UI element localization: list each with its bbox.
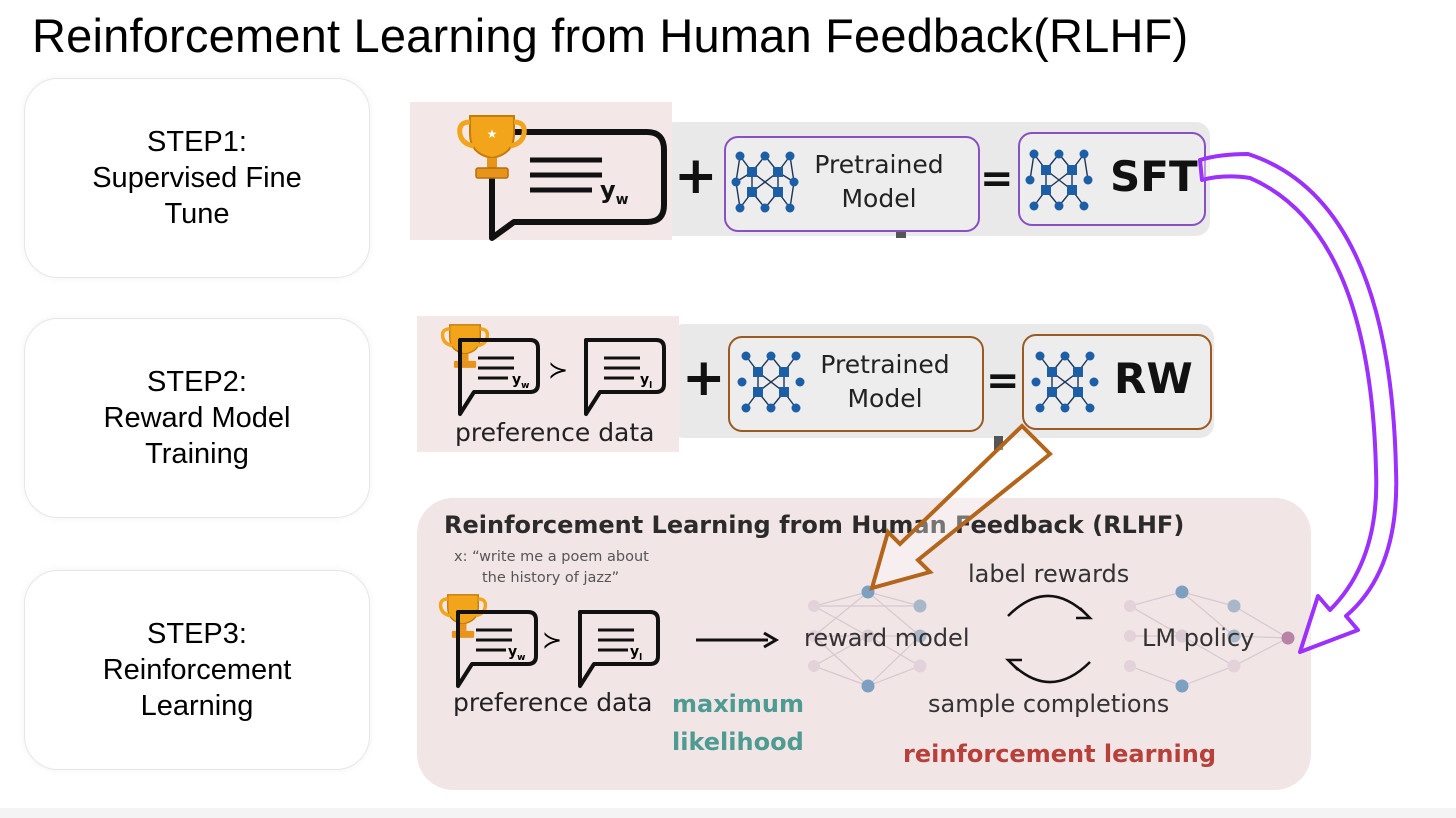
prompt-line2: the history of jazz” <box>482 570 620 586</box>
step2-connector-tick <box>994 436 1003 450</box>
step2-plus: + <box>682 348 726 408</box>
lm-policy-network-icon <box>1124 585 1295 693</box>
label-rewards-label: label rewards <box>968 560 1130 588</box>
reward-model-label: reward model <box>804 624 970 652</box>
step3-yw-label: yw <box>508 644 526 663</box>
step2-yl-label: yl <box>640 372 653 391</box>
step2-rejected-chat-icon <box>584 338 666 416</box>
reward-model-network-icon <box>808 585 927 693</box>
step2-equals: = <box>986 358 1020 404</box>
sample-completions-label: sample completions <box>928 690 1170 718</box>
step1-sft-box <box>1018 132 1206 226</box>
step2-heading: STEP2: <box>147 366 247 398</box>
step3-yl-label: yl <box>630 644 643 663</box>
step1-pretrained-label: Pretrained Model <box>814 150 944 213</box>
step3-line2: Reinforcement <box>102 654 292 686</box>
step1-card: STEP1: Supervised Fine Tune <box>24 78 370 278</box>
step3-flow-arrow <box>696 631 779 649</box>
step2-line2: Reward Model <box>103 402 291 434</box>
rlhf-panel-title: Reinforcement Learning from Human Feedba… <box>444 511 1185 539</box>
step3-chosen-chat-icon <box>456 610 538 688</box>
sft-to-lm-policy-arrow <box>1198 152 1399 654</box>
step3-rlhf-panel <box>417 498 1311 790</box>
maximum-label: maximum <box>672 690 805 718</box>
step2-pretrained-network-icon <box>737 351 805 413</box>
step2-chosen-chat-icon <box>458 338 540 416</box>
step3-rejected-chat-icon <box>578 610 660 688</box>
slide-bottom-bar <box>0 808 1456 818</box>
step1-chat-icon <box>489 129 667 241</box>
step3-gt-symbol: ≻ <box>542 626 563 654</box>
step2-pretrained-label: Pretrained Model <box>820 350 950 413</box>
step2-line3: Training <box>145 438 249 470</box>
trophy-icon: ★ <box>457 115 527 179</box>
step2-rw-network-icon <box>1031 351 1099 413</box>
page-title: Reinforcement Learning from Human Feedba… <box>32 9 1189 62</box>
rw-to-reward-model-arrow <box>869 423 1053 591</box>
step1-equals: = <box>980 156 1014 202</box>
step2-yw-label: yw <box>512 372 530 391</box>
step3-line3: Learning <box>140 690 254 722</box>
step2-preference-label: preference data <box>455 418 655 447</box>
step3-preference-label: preference data <box>453 688 653 717</box>
step2-pretrained-box <box>728 336 984 432</box>
step2-rw-label: RW <box>1114 354 1193 403</box>
step1-sft-label: SFT <box>1110 152 1198 201</box>
step1-yw-label: yw <box>600 176 629 208</box>
likelihood-label: likelihood <box>672 728 804 756</box>
step2-gt-symbol: ≻ <box>548 356 569 384</box>
label-rewards-arrow <box>1007 594 1094 620</box>
prompt-line1: x: “write me a poem about <box>454 549 649 565</box>
step1-line3: Tune <box>164 198 230 230</box>
step3-card: STEP3: Reinforcement Learning <box>24 570 370 770</box>
step1-plus: + <box>674 146 718 206</box>
step1-line2: Supervised Fine <box>92 162 302 194</box>
sample-completions-arrow <box>1004 658 1091 684</box>
step2-card: STEP2: Reward Model Training <box>24 318 370 518</box>
step1-heading: STEP1: <box>147 126 247 158</box>
step1-sft-network-icon <box>1025 149 1093 211</box>
step1-connector-tick <box>896 232 906 238</box>
reinforcement-learning-label: reinforcement learning <box>903 740 1217 768</box>
step2-rw-box <box>1022 334 1212 430</box>
step3-heading: STEP3: <box>147 618 247 650</box>
lm-policy-label: LM policy <box>1142 624 1255 652</box>
step1-data-area <box>410 102 672 240</box>
svg-text:★: ★ <box>487 127 498 141</box>
step1-pretrained-network-icon <box>731 151 799 213</box>
